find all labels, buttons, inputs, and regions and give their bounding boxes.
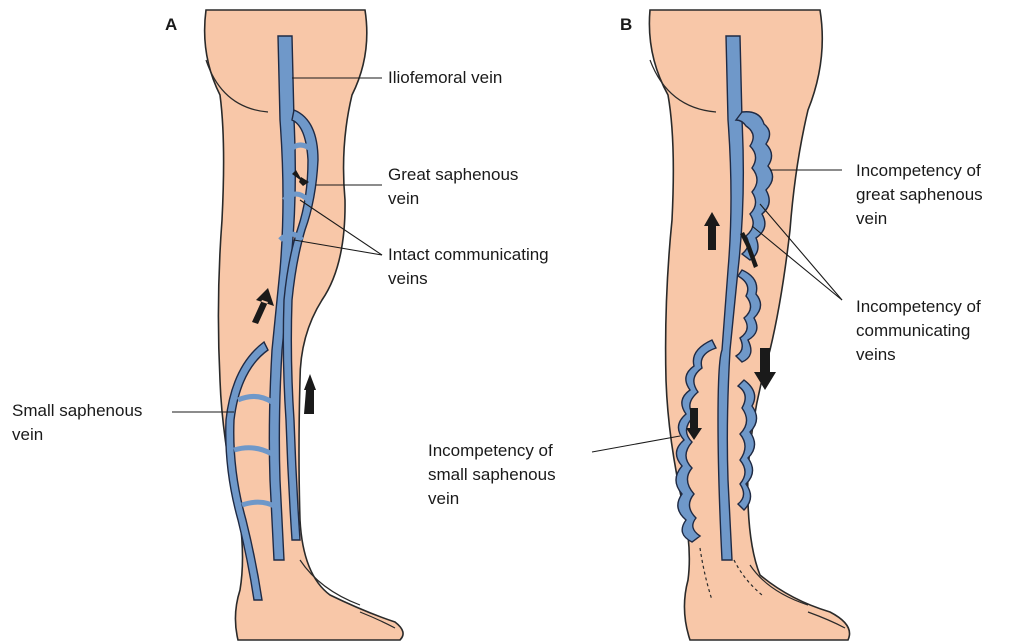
leg-a-arrow-calf <box>304 374 316 414</box>
leg-a <box>205 10 403 640</box>
leg-b <box>649 10 849 640</box>
label-inc-small-line3: vein <box>428 488 459 510</box>
label-inc-small-line2: small saphenous <box>428 464 556 486</box>
panel-label-a: A <box>165 15 177 35</box>
label-great-saphenous-line1: Great saphenous <box>388 164 518 186</box>
label-inc-comm-line2: communicating <box>856 320 970 342</box>
label-inc-comm-line1: Incompetency of <box>856 296 981 318</box>
leader-inc-small <box>592 436 680 452</box>
label-great-saphenous-line2: vein <box>388 188 419 210</box>
panel-label-b: B <box>620 15 632 35</box>
label-inc-comm-line3: veins <box>856 344 896 366</box>
label-inc-great-line1: Incompetency of <box>856 160 981 182</box>
leg-a-outline <box>205 10 403 640</box>
label-intact-communicating-line2: veins <box>388 268 428 290</box>
label-intact-communicating-line1: Intact communicating <box>388 244 549 266</box>
label-small-saphenous-line1: Small saphenous <box>12 400 142 422</box>
label-inc-small-line1: Incompetency of <box>428 440 553 462</box>
label-inc-great-line3: vein <box>856 208 887 230</box>
label-small-saphenous-line2: vein <box>12 424 43 446</box>
label-iliofemoral-vein: Iliofemoral vein <box>388 67 502 89</box>
label-inc-great-line2: great saphenous <box>856 184 983 206</box>
